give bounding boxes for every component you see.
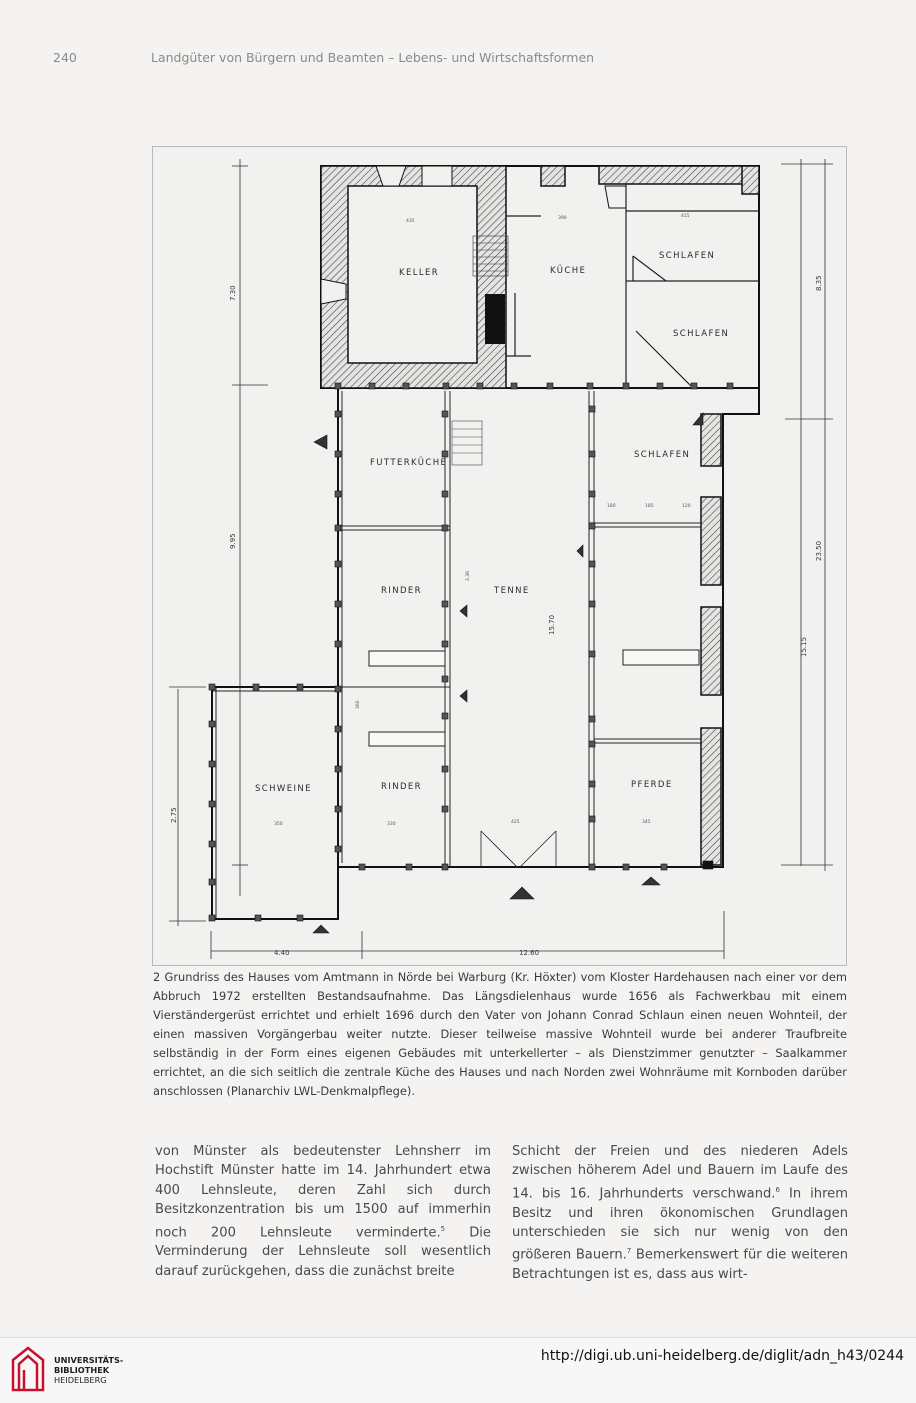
room-tenne: TENNE: [493, 586, 530, 596]
dim-small: 435: [406, 218, 415, 224]
source-url-link[interactable]: http://digi.ub.uni-heidelberg.de/diglit/…: [540, 1348, 904, 1364]
room-schlafen-2: SCHLAFEN: [673, 329, 729, 339]
cellar-stair: [472, 235, 509, 277]
room-rinder-1: RINDER: [381, 586, 422, 596]
room-schlafen-3: SCHLAFEN: [634, 450, 690, 460]
library-line: BIBLIOTHEK: [54, 1365, 110, 1375]
floor-plan-figure: KELLER KÜCHE SCHLAFEN SCHLAFEN SCHLAFEN …: [152, 146, 847, 966]
room-rinder-2: RINDER: [381, 782, 422, 792]
dim-small: 415: [681, 213, 690, 219]
dimension-lines: [169, 159, 833, 959]
room-keller: KELLER: [399, 268, 439, 278]
dim-835: 8.35: [815, 275, 823, 291]
dim-995: 9.95: [229, 533, 237, 549]
dimension-labels: 7.30 8.35 9.95 23.50 15.15 15.70 2.75 4.…: [170, 275, 823, 957]
barn-gate: [480, 830, 557, 868]
body-column-left: von Münster als bedeutenster Lehnsherr i…: [155, 1142, 491, 1281]
wall-openings: [320, 165, 627, 305]
dim-1515: 15.15: [800, 637, 808, 657]
digitization-footer: UNIVERSITÄTS- BIBLIOTHEK HEIDELBERG http…: [0, 1337, 916, 1403]
library-line: UNIVERSITÄTS-: [54, 1355, 124, 1365]
dim-1260: 12.60: [519, 949, 539, 957]
dim-small: 425: [511, 819, 520, 825]
interior-walls: [506, 184, 759, 388]
figure-caption: 2 Grundriss des Hauses vom Amtmann in Nö…: [153, 968, 847, 1101]
dim-small: 390: [558, 215, 567, 221]
floor-plan: KELLER KÜCHE SCHLAFEN SCHLAFEN SCHLAFEN …: [169, 159, 833, 959]
dim-440: 4.40: [274, 949, 290, 957]
dim-small: 350: [274, 821, 283, 827]
room-pferde: PFERDE: [631, 780, 673, 790]
feed-troughs: [368, 649, 700, 747]
loft-stair: [451, 420, 483, 466]
dim-730: 7.30: [229, 285, 237, 301]
dim-1570: 15.70: [548, 615, 556, 635]
footnote-ref[interactable]: 7: [626, 1247, 632, 1256]
page-number: 240: [53, 50, 77, 65]
body-column-right: Schicht der Freien und des niederen Adel…: [512, 1142, 848, 1285]
footnote-ref[interactable]: 6: [775, 1185, 780, 1194]
dim-small: 360: [355, 700, 361, 709]
dim-small: 2,36: [465, 571, 471, 581]
posts: [208, 382, 734, 922]
room-schweine: SCHWEINE: [255, 784, 312, 794]
dim-2350: 23.50: [815, 541, 823, 561]
library-logo-icon: [11, 1346, 45, 1392]
room-schlafen-1: SCHLAFEN: [659, 251, 715, 261]
library-name: UNIVERSITÄTS- BIBLIOTHEK HEIDELBERG: [54, 1355, 123, 1385]
footnote-ref[interactable]: 5: [440, 1224, 446, 1233]
dim-small: 330: [387, 821, 396, 827]
dim-small: 185: [645, 503, 654, 509]
library-line: HEIDELBERG: [54, 1375, 107, 1385]
room-labels: KELLER KÜCHE SCHLAFEN SCHLAFEN SCHLAFEN …: [255, 251, 729, 794]
dim-small: 120: [682, 503, 691, 509]
caption-text: 2 Grundriss des Hauses vom Amtmann in Nö…: [153, 970, 847, 1098]
small-dimension-labels: 435 390 415 350 330 425 345 180 185 120 …: [274, 213, 691, 827]
section-markers: [312, 412, 704, 934]
running-header: 240 Landgüter von Bürgern und Beamten – …: [0, 50, 916, 70]
dim-small: 180: [607, 503, 616, 509]
running-title: Landgüter von Bürgern und Beamten – Lebe…: [151, 50, 595, 65]
body-text: Die Verminderung der Lehnsleute soll wes…: [155, 1224, 491, 1279]
body-text: In ihrem Besitz und ihren ökonomischen G…: [512, 1186, 848, 1263]
timber-frame: [212, 391, 701, 919]
body-text: Bemerkenswert für die weiteren Betrachtu…: [512, 1247, 848, 1283]
body-text: Schicht der Freien und des niederen Adel…: [512, 1144, 848, 1202]
room-futterkueche: FUTTERKÜCHE: [370, 457, 447, 468]
dim-small: 345: [642, 819, 651, 825]
massive-walls: [320, 165, 760, 866]
dim-275: 2.75: [170, 807, 178, 823]
room-kueche: KÜCHE: [550, 265, 586, 276]
body-text: von Münster als bedeutenster Lehnsherr i…: [155, 1144, 491, 1240]
